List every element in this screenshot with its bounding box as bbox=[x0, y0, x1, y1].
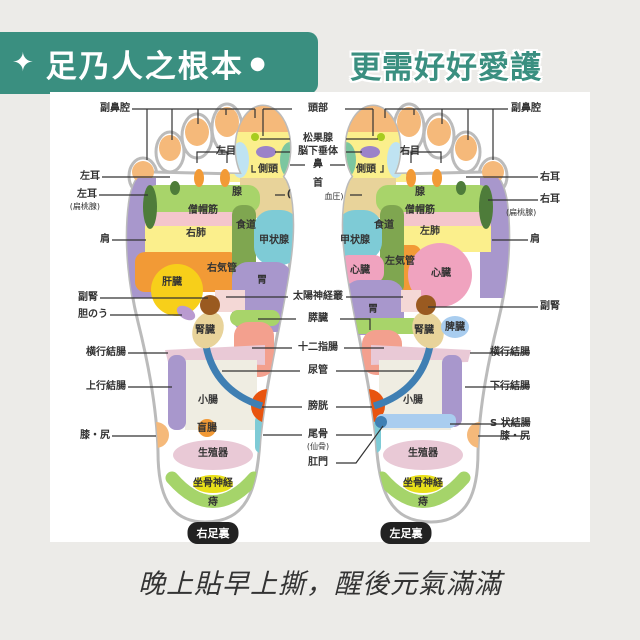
label-sinus-left: 副鼻腔 bbox=[100, 103, 130, 114]
label-trapezius-l: 僧帽筋 bbox=[405, 205, 435, 216]
label-thyroid-r: 甲状腺 bbox=[259, 235, 289, 246]
label-sinus-right: 副鼻腔 bbox=[511, 103, 541, 114]
bottom-caption: 晚上貼早上撕，醒後元氣滿滿 bbox=[138, 569, 502, 600]
label-knee-left: 膝・尻 bbox=[80, 430, 110, 441]
label-shoulder-right: 肩 bbox=[530, 234, 540, 245]
leader-lines bbox=[99, 108, 538, 464]
label-esophagus-r: 食道 bbox=[236, 220, 256, 231]
title-banner: ✦ 足乃人之根本 ● bbox=[0, 32, 318, 94]
label-tonsil-right: (扁桃腺) bbox=[506, 208, 537, 217]
label-thyroid-l: 甲状腺 bbox=[340, 235, 370, 246]
label-ear-right: 右耳 bbox=[540, 172, 560, 183]
label-eye-r: 左目 bbox=[216, 146, 236, 157]
label-stomach-r: 胃 bbox=[257, 275, 267, 286]
label-stomach-l: 胃 bbox=[368, 304, 378, 315]
label-tonsil-left: (扁桃腺) bbox=[69, 202, 100, 211]
label-liver: 肝臓 bbox=[162, 277, 182, 288]
label-kidney-l: 腎臓 bbox=[414, 325, 434, 336]
label-bp: 血圧) bbox=[324, 192, 344, 201]
label-lung-l: 左肺 bbox=[420, 226, 440, 237]
label-shoulder-left: 肩 bbox=[100, 234, 110, 245]
label-bronchus-r: 右気管 bbox=[207, 263, 237, 274]
label-bp-open: ( bbox=[286, 189, 292, 200]
title: 足乃人之根本 bbox=[45, 48, 244, 85]
label-gland-r: 腺 bbox=[232, 187, 242, 198]
label-hemorrhoid-l: 痔 bbox=[418, 497, 428, 508]
dot-icon: ● bbox=[249, 52, 268, 74]
label-bronchus-l: 左気管 bbox=[385, 256, 415, 267]
left-foot-title: 左足裏 bbox=[380, 522, 432, 544]
right-foot-title: 右足裏 bbox=[187, 522, 239, 544]
label-descending: 下行結腸 bbox=[490, 381, 530, 392]
label-knee-right: 膝・尻 bbox=[500, 431, 530, 442]
label-duodenum: 十二指腸 bbox=[298, 342, 338, 353]
label-hemorrhoid-r: 痔 bbox=[208, 497, 218, 508]
label-gallbladder: 胆のう bbox=[78, 309, 108, 320]
label-cecum: 盲腸 bbox=[197, 423, 217, 434]
label-heart-inner: 心臓 bbox=[350, 265, 370, 276]
left-foot bbox=[341, 102, 511, 524]
label-heart: 心臓 bbox=[431, 268, 451, 279]
label-small-intestine-l: 小腸 bbox=[403, 395, 423, 406]
label-sciatic-l: 坐骨神経 bbox=[403, 478, 443, 489]
label-temple-l: 側頭 bbox=[356, 164, 376, 175]
label-ear2-right: 右耳 bbox=[540, 194, 560, 205]
label-sciatic-r: 坐骨神経 bbox=[193, 478, 233, 489]
label-esophagus-l: 食道 bbox=[374, 220, 394, 231]
subtitle: 更需好好愛護 bbox=[350, 50, 542, 86]
label-coccyx: 尾骨 bbox=[308, 429, 328, 440]
label-head: 頭部 bbox=[308, 103, 328, 114]
label-trapezius-r: 僧帽筋 bbox=[188, 205, 218, 216]
label-nose: 鼻 bbox=[313, 159, 323, 170]
label-pancreas: 膵臓 bbox=[308, 313, 328, 324]
label-adrenal-left: 副腎 bbox=[78, 292, 98, 303]
label-adrenal-right: 副腎 bbox=[540, 301, 560, 312]
label-small-intestine-r: 小腸 bbox=[198, 395, 218, 406]
label-genitals-l: 生殖器 bbox=[408, 448, 438, 459]
label-genitals-r: 生殖器 bbox=[198, 448, 228, 459]
label-ear2-left: 左耳 bbox=[77, 189, 97, 200]
label-lung-r: 右肺 bbox=[186, 228, 206, 239]
label-sacrum: (仙骨) bbox=[306, 442, 330, 451]
label-gland-l: 腺 bbox=[415, 187, 425, 198]
label-eye-l: 右目 bbox=[400, 146, 420, 157]
label-ureter: 尿管 bbox=[308, 365, 328, 376]
label-transverse-right: 横行結腸 bbox=[490, 347, 530, 358]
label-solar-plexus: 太陽神経叢 bbox=[293, 291, 343, 302]
label-neck: 首 bbox=[313, 178, 323, 189]
label-sigmoid: S 状結腸 bbox=[490, 418, 531, 429]
label-ear-left: 左耳 bbox=[80, 171, 100, 182]
right-foot bbox=[125, 102, 295, 524]
label-anus: 肛門 bbox=[308, 457, 328, 468]
label-transverse-left: 横行結腸 bbox=[86, 347, 126, 358]
label-pineal: 松果腺 bbox=[303, 133, 333, 144]
label-pituitary: 脳下垂体 bbox=[298, 146, 338, 157]
label-bladder: 膀胱 bbox=[308, 401, 328, 412]
label-kidney-r: 腎臓 bbox=[195, 325, 215, 336]
label-ascending: 上行結腸 bbox=[86, 381, 126, 392]
sparkle-icon: ✦ bbox=[12, 48, 36, 78]
label-spleen: 脾臓 bbox=[445, 322, 465, 333]
label-temple-r: 側頭 bbox=[258, 164, 278, 175]
